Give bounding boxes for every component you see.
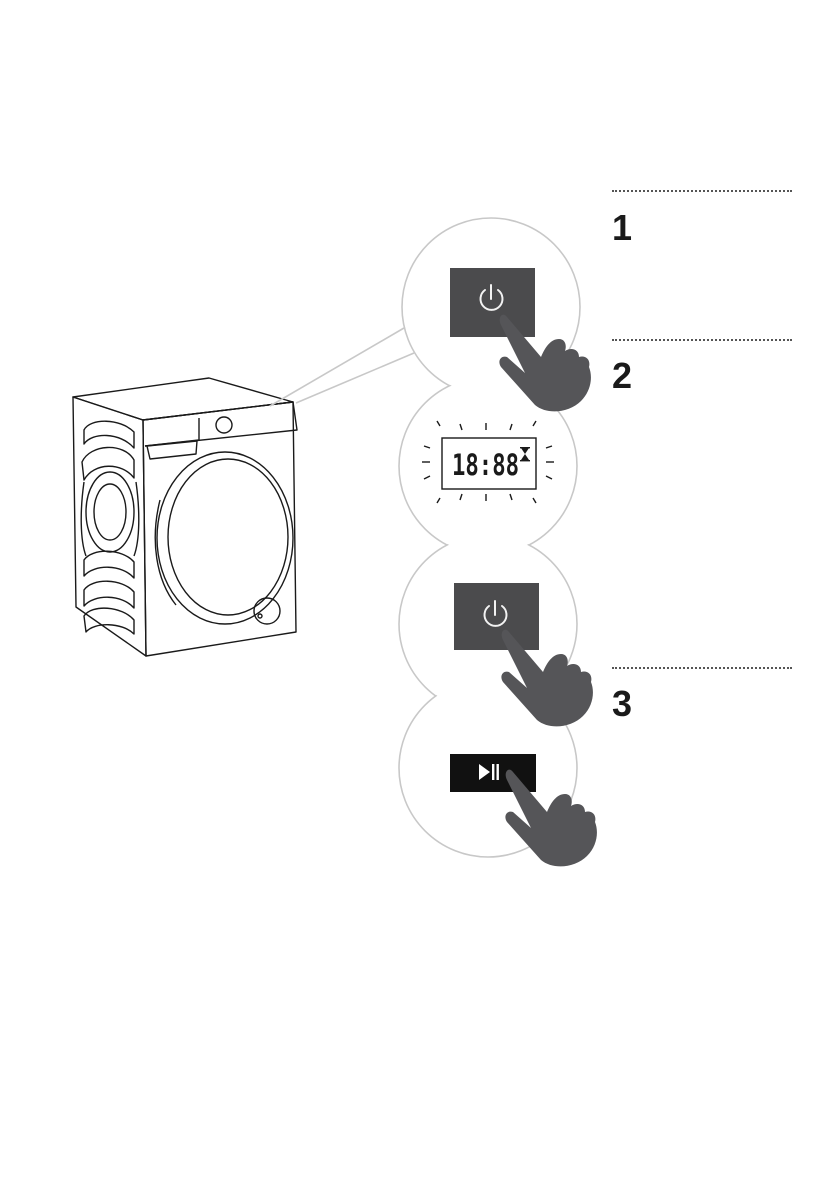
callout-lines xyxy=(270,328,414,406)
filter-cover xyxy=(254,598,280,624)
lcd-display: 18:88 xyxy=(442,438,536,489)
detergent-drawer xyxy=(147,441,197,459)
program-knob xyxy=(216,417,232,433)
power-button-step-1[interactable] xyxy=(450,268,535,337)
display-time: 18:88 xyxy=(452,448,519,482)
machine-top xyxy=(73,378,293,420)
control-panel xyxy=(143,402,297,446)
door-outer-ring xyxy=(157,452,293,624)
machine-front xyxy=(143,402,296,656)
door-glass xyxy=(168,459,288,615)
power-button-step-2[interactable] xyxy=(454,583,539,650)
washing-machine-illustration xyxy=(73,378,297,656)
